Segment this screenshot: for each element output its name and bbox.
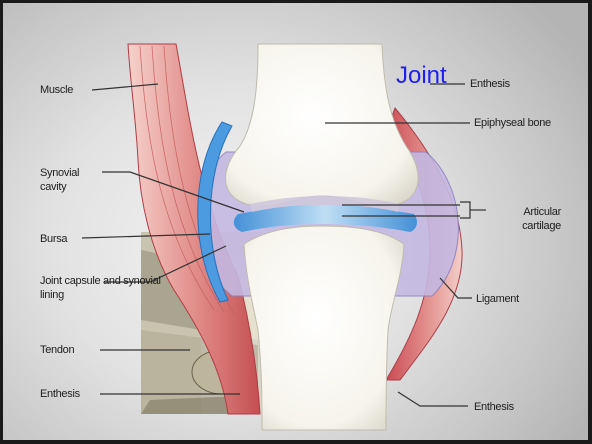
upper-bone-shape [226, 44, 419, 206]
label-ligament: Ligament [476, 292, 519, 306]
label-joint-capsule: Joint capsule and synovial lining [40, 274, 170, 302]
label-synovial-cavity: Synovial cavity [40, 166, 102, 194]
title: Joint [396, 62, 447, 90]
label-bursa: Bursa [40, 232, 67, 246]
label-enthesis-left: Enthesis [40, 387, 80, 401]
label-muscle: Muscle [40, 83, 73, 97]
label-enthesis-right: Enthesis [474, 400, 514, 414]
lower-bone-shape [244, 226, 404, 430]
label-articular-cartilage: Articular cartilage [491, 205, 561, 233]
label-enthesis-top: Enthesis [470, 77, 510, 91]
label-epiphyseal-bone: Epiphyseal bone [474, 116, 554, 130]
label-tendon: Tendon [40, 343, 74, 357]
